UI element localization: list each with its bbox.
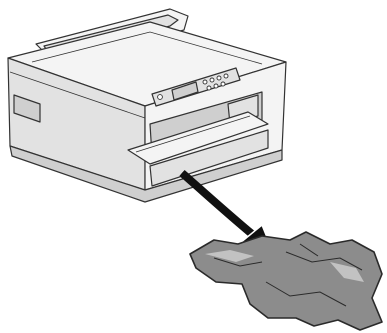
panel-button-icon — [224, 74, 228, 78]
panel-button-icon — [203, 80, 207, 84]
panel-button-icon — [210, 78, 214, 82]
panel-button-icon — [221, 82, 225, 86]
pull-arrow-shaft-inner — [182, 173, 252, 234]
panel-button-icon — [214, 84, 218, 88]
panel-button-icon — [217, 76, 221, 80]
printer-icon — [8, 9, 286, 202]
power-button-icon — [158, 95, 163, 100]
jammed-paper-icon — [190, 232, 382, 330]
jammed-paper-sheet — [190, 232, 382, 330]
panel-button-icon — [207, 86, 211, 90]
